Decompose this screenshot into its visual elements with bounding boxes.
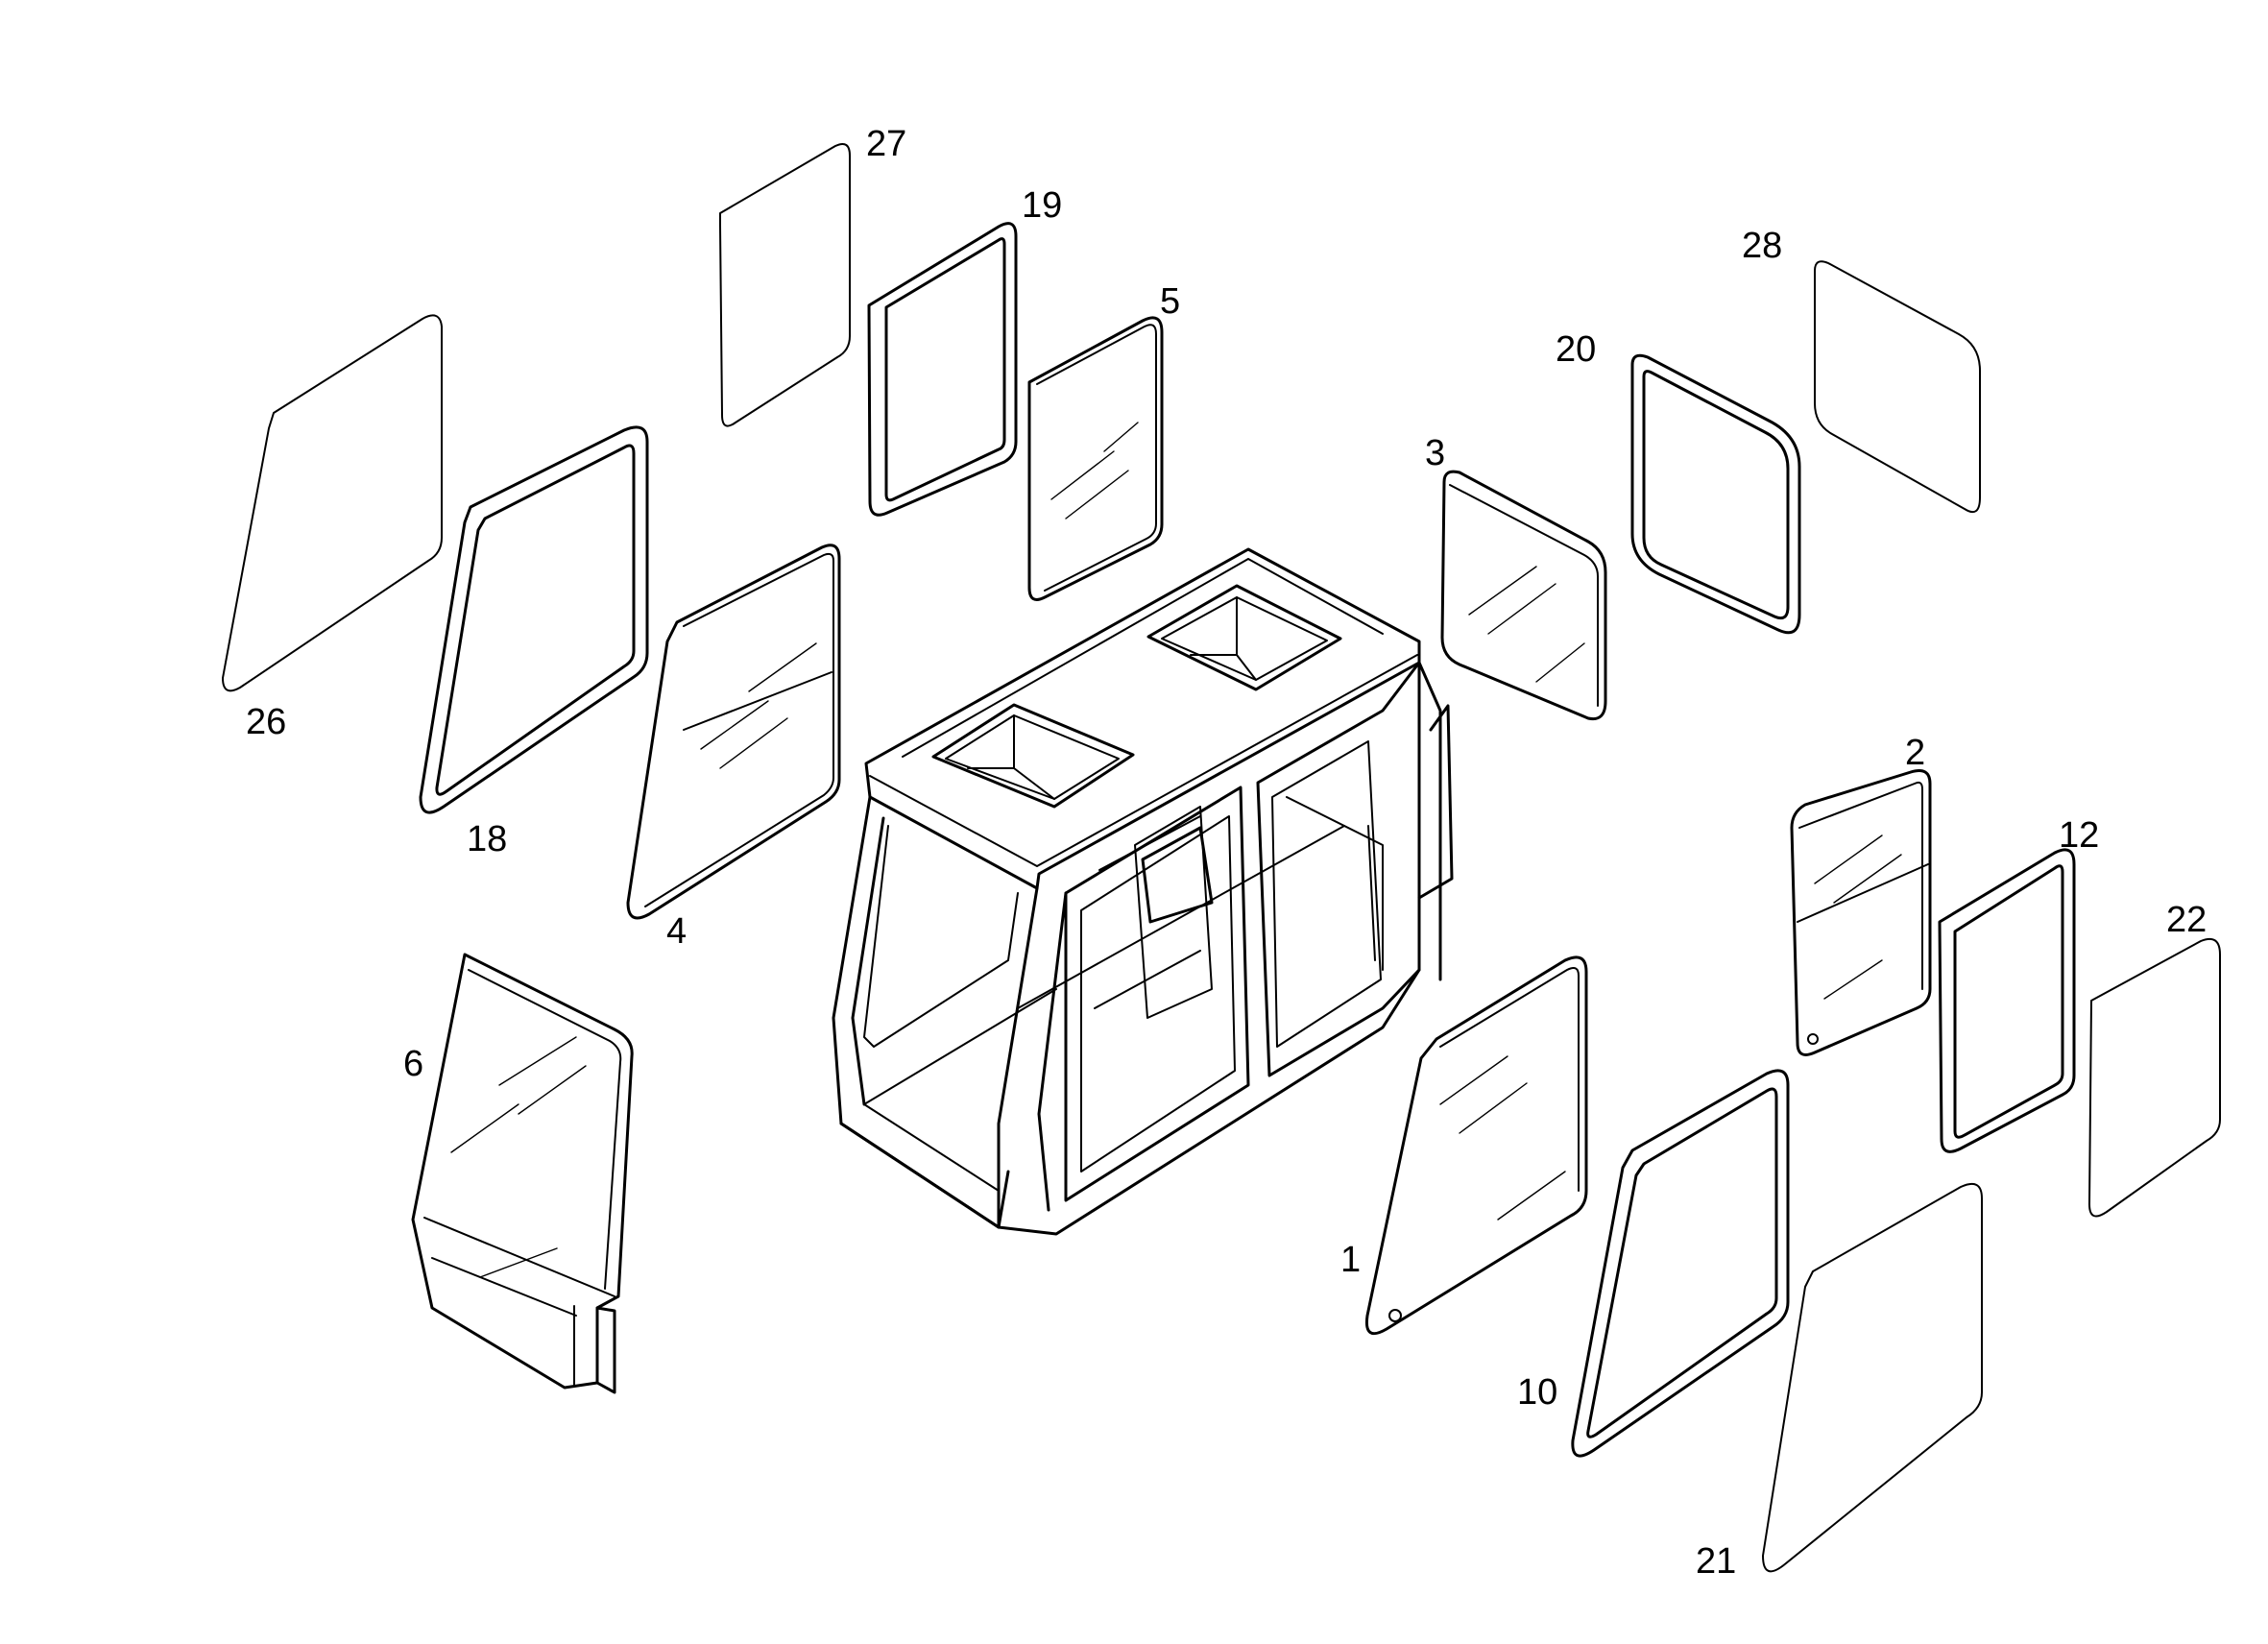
cab-rear-side xyxy=(1256,661,1421,1077)
glass-part-3 xyxy=(1440,470,1607,721)
glass-part-4 xyxy=(626,544,841,920)
cab-interior-console xyxy=(1141,826,1214,924)
seal-frame-part-20 xyxy=(1630,353,1801,635)
callout-27: 27 xyxy=(866,124,906,164)
callout-21: 21 xyxy=(1696,1541,1736,1582)
callout-28: 28 xyxy=(1742,226,1782,266)
cab-roof-edge xyxy=(869,654,1418,867)
seal-frame-part-12 xyxy=(1938,848,2076,1153)
cab-rear-post xyxy=(1417,661,1442,981)
callout-26: 26 xyxy=(246,702,286,742)
cab-floor xyxy=(839,968,1421,1236)
panel-part-21 xyxy=(1762,1183,1983,1573)
glass-part-1 xyxy=(1364,955,1588,1336)
callout-2: 2 xyxy=(1905,733,1925,773)
cab-roof xyxy=(864,547,1421,890)
callout-10: 10 xyxy=(1517,1372,1557,1413)
callout-12: 12 xyxy=(2059,815,2099,856)
panel-part-28 xyxy=(1814,260,1981,513)
callout-18: 18 xyxy=(467,819,507,859)
callout-19: 19 xyxy=(1022,185,1062,226)
seal-frame-part-19 xyxy=(867,222,1018,517)
callout-1: 1 xyxy=(1340,1240,1361,1280)
callout-22: 22 xyxy=(2166,900,2207,940)
panel-part-22 xyxy=(2088,937,2221,1218)
callout-6: 6 xyxy=(403,1044,423,1084)
callout-4: 4 xyxy=(666,911,687,952)
panel-part-26 xyxy=(222,314,443,692)
seal-frame-part-10 xyxy=(1571,1069,1790,1458)
cab-front-opening xyxy=(863,825,1019,1048)
callout-5: 5 xyxy=(1160,281,1180,322)
door-glass-part-6 xyxy=(411,953,634,1394)
panel-part-27 xyxy=(719,143,851,427)
callout-20: 20 xyxy=(1556,329,1596,370)
seal-frame-part-18 xyxy=(419,425,649,814)
glass-part-2 xyxy=(1790,769,1932,1056)
callout-3: 3 xyxy=(1425,433,1445,473)
roof-opening-front xyxy=(931,703,1135,809)
roof-rail xyxy=(902,558,1384,758)
cab-front-left-pillar xyxy=(832,795,1010,1229)
cab-door xyxy=(1064,786,1250,1202)
cab-front-right-pillar xyxy=(997,886,1039,1229)
cab-frame xyxy=(832,547,1454,1236)
glass-part-5 xyxy=(1027,316,1164,601)
roof-opening-rear xyxy=(1146,584,1342,691)
